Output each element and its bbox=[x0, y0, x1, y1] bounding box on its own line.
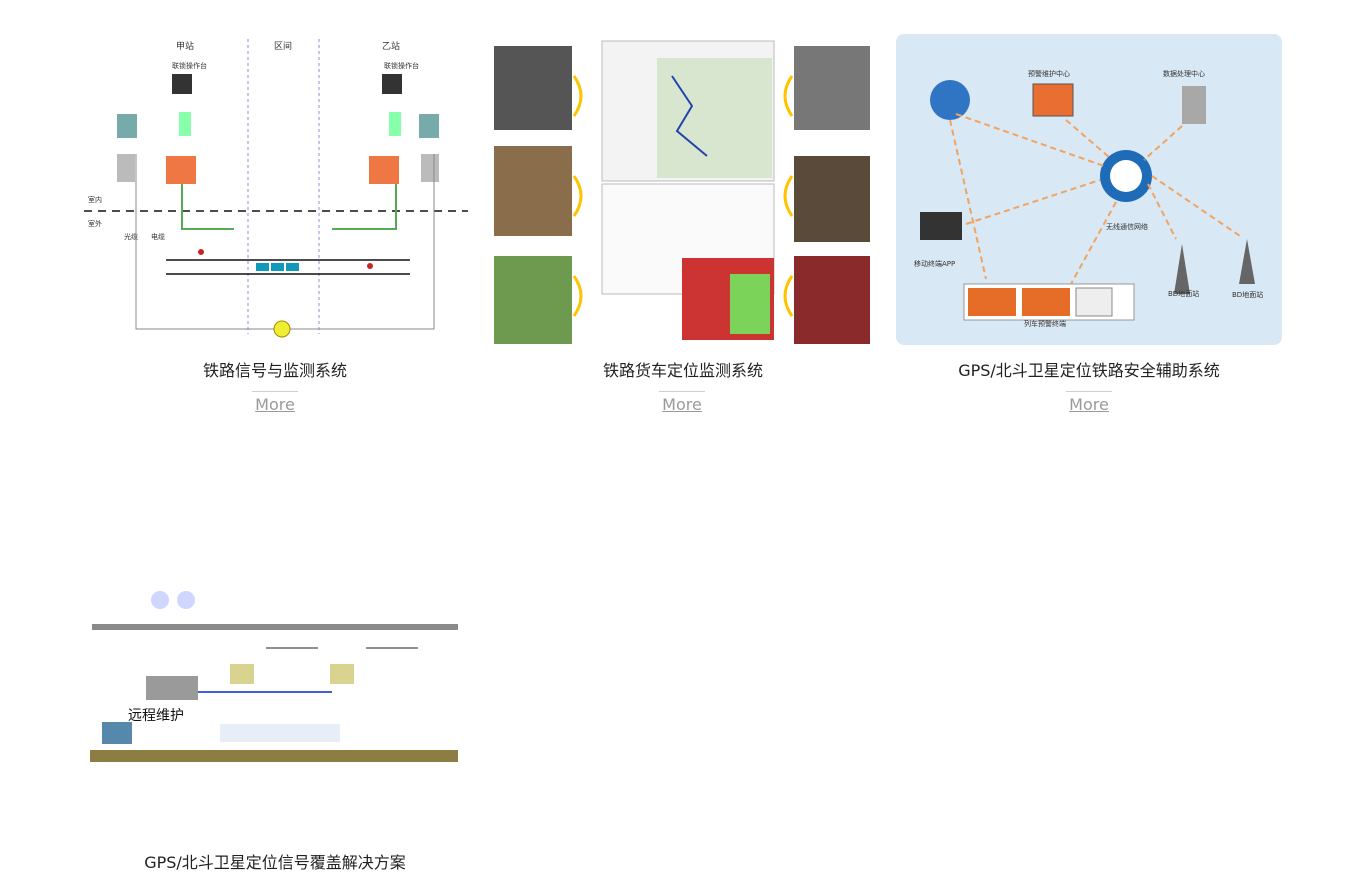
remote-maintenance-label: 远程维护 bbox=[128, 708, 184, 724]
more-link[interactable]: More bbox=[1066, 391, 1112, 414]
rail-signal-diagram[interactable]: 甲站 区间 乙站 联锁操作台 联锁操作台 室内 室外 光缆 电缆 bbox=[84, 34, 468, 344]
freight-collage-figure bbox=[494, 40, 870, 344]
product-title[interactable]: 铁路货车定位监测系统 bbox=[602, 361, 763, 380]
data-center-label: 数据处理中心 bbox=[1163, 69, 1205, 78]
freight-monitor-collage[interactable] bbox=[492, 36, 874, 346]
more-link[interactable]: More bbox=[252, 391, 298, 414]
mobile-app-label: 移动终端APP bbox=[914, 259, 955, 268]
more-link[interactable]: More bbox=[659, 391, 705, 414]
indoor-label: 室内 bbox=[88, 195, 102, 204]
fiber-label: 光缆 bbox=[124, 232, 138, 241]
console-label-b: 联锁操作台 bbox=[384, 61, 419, 70]
product-title[interactable]: GPS/北斗卫星定位信号覆盖解决方案 bbox=[144, 853, 406, 872]
cable-label: 电缆 bbox=[151, 232, 165, 241]
bd-station-label: BD地面站 bbox=[1168, 289, 1199, 298]
product-title[interactable]: 铁路信号与监测系统 bbox=[202, 361, 347, 380]
signal-system-figure: 甲站 区间 乙站 联锁操作台 联锁操作台 室内 室外 光缆 电缆 bbox=[84, 39, 468, 338]
gps-coverage-diagram[interactable]: 远程维护 bbox=[88, 588, 460, 764]
bd-station-label: BD地面站 bbox=[1232, 290, 1263, 299]
gps-rail-safety-diagram[interactable]: 预警维护中心 数据处理中心 移动终端APP 无线通信网络 BD地面站 BD地面站… bbox=[896, 34, 1282, 345]
section-label: 区间 bbox=[274, 40, 292, 52]
station-a-label: 甲站 bbox=[176, 40, 194, 52]
outdoor-label: 室外 bbox=[88, 219, 102, 228]
warning-center-label: 预警维护中心 bbox=[1028, 69, 1070, 78]
wireless-network-label: 无线通信网络 bbox=[1106, 222, 1148, 231]
train-terminal-label: 列车预警终端 bbox=[1024, 319, 1066, 328]
product-title[interactable]: GPS/北斗卫星定位铁路安全辅助系统 bbox=[958, 361, 1220, 380]
gps-safety-figure: 预警维护中心 数据处理中心 移动终端APP 无线通信网络 BD地面站 BD地面站… bbox=[914, 69, 1263, 328]
station-b-label: 乙站 bbox=[382, 40, 400, 52]
gps-coverage-figure: 远程维护 bbox=[90, 591, 458, 762]
console-label-a: 联锁操作台 bbox=[172, 61, 207, 70]
